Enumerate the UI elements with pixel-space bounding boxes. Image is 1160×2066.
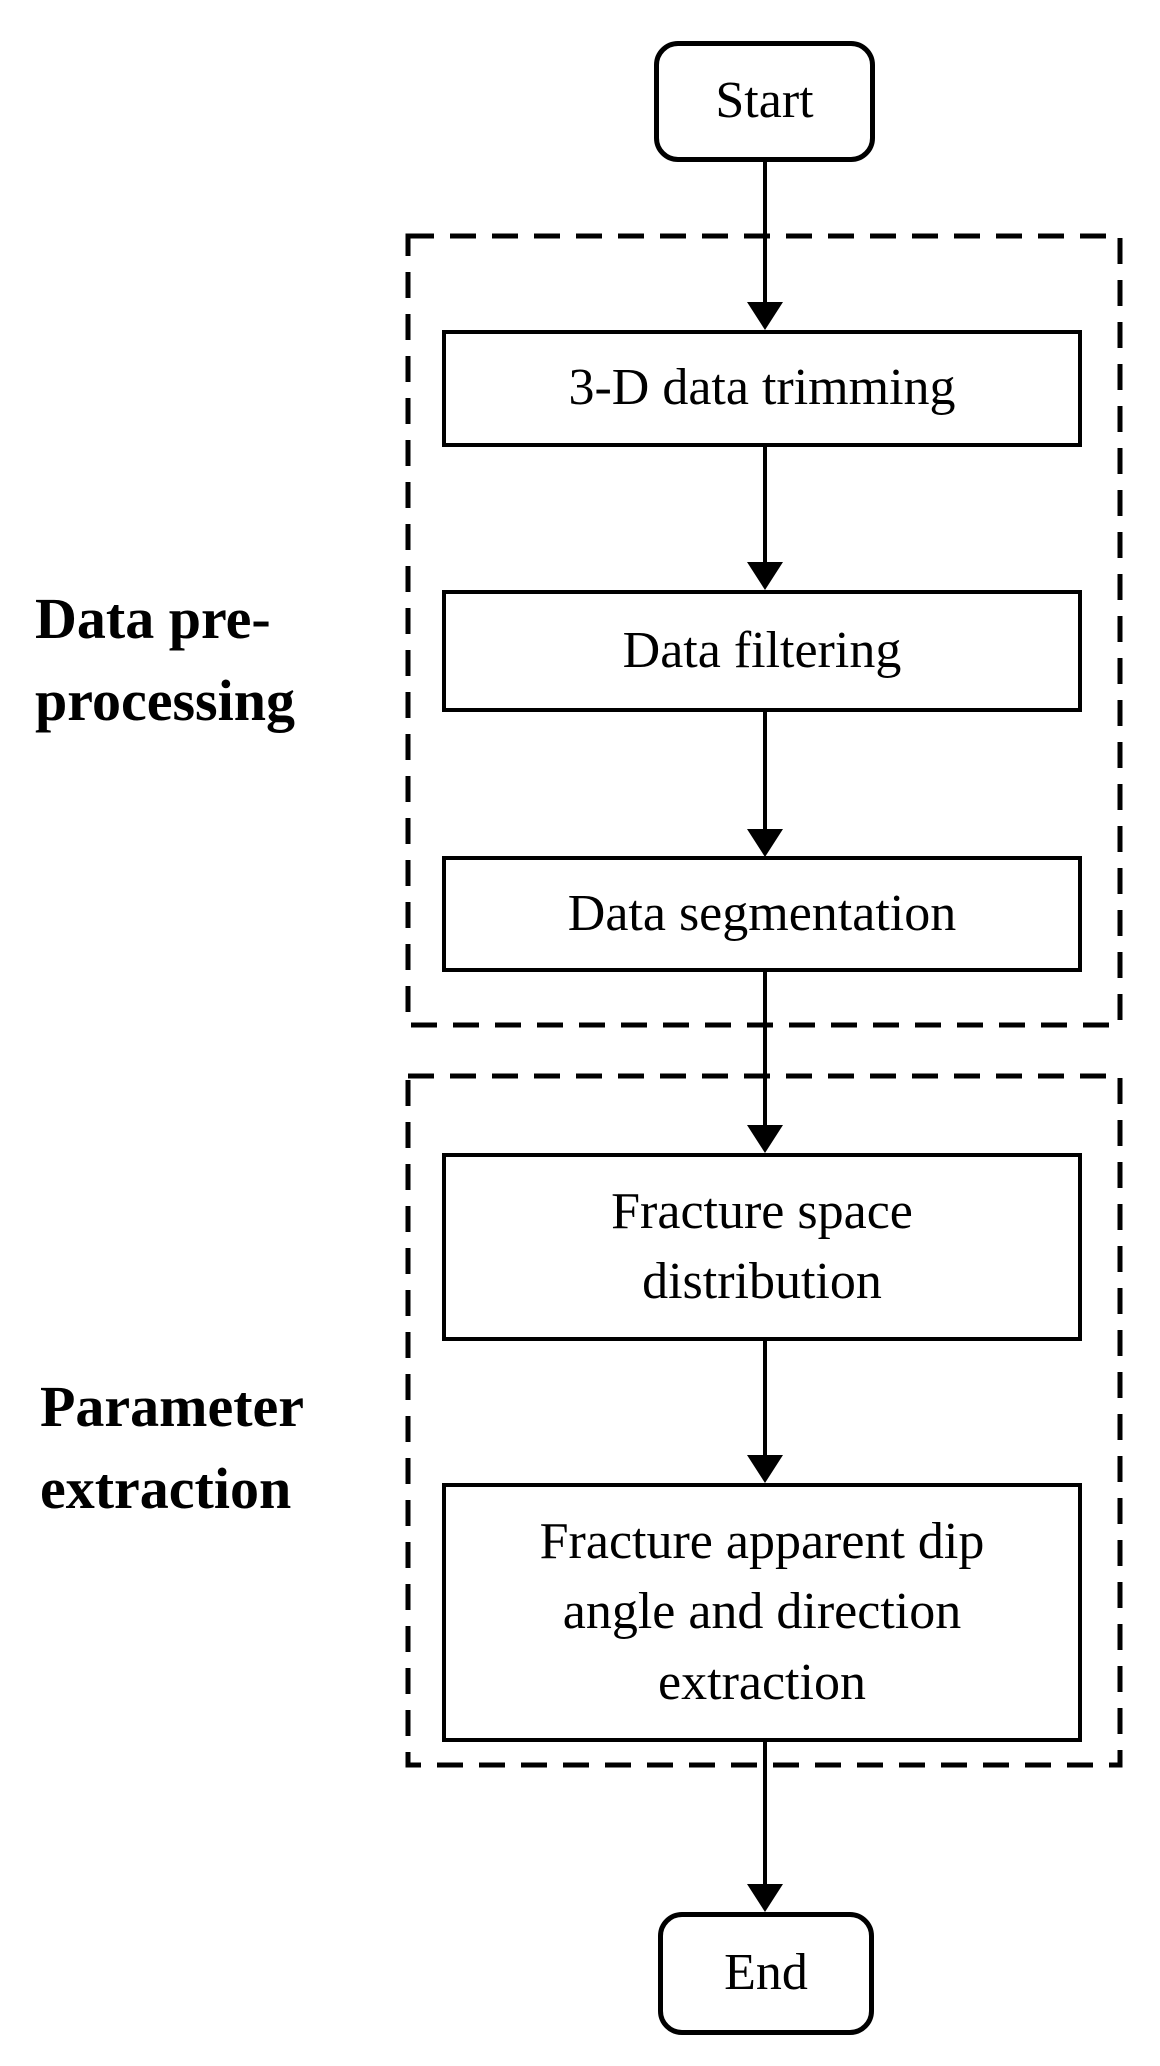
node-start: Start <box>654 41 875 162</box>
arrow-start-to-trimming <box>747 160 783 330</box>
node-end: End <box>658 1912 874 2035</box>
node-label: Data segmentation <box>567 884 957 942</box>
label-line: Parameter <box>40 1374 305 1439</box>
arrow-filtering-to-segmentation <box>747 710 783 857</box>
arrow-segmentation-to-space <box>747 968 783 1153</box>
node-label: End <box>724 1944 808 2002</box>
label-data-preprocessing: Data pre- processing <box>35 578 295 743</box>
node-label: Fracture apparent dip angle and directio… <box>539 1513 985 1711</box>
label-line: processing <box>35 668 295 734</box>
node-label: Start <box>715 72 814 130</box>
node-3d-data-trimming: 3-D data trimming <box>442 330 1082 447</box>
arrow-trimming-to-filtering <box>747 445 783 590</box>
label-parameter-extraction: Parameter extraction <box>40 1366 304 1531</box>
node-label: 3-D data trimming <box>568 359 956 417</box>
arrow-space-to-dip <box>747 1339 783 1483</box>
arrow-dip-to-end <box>747 1740 783 1912</box>
node-data-filtering: Data filtering <box>442 590 1082 712</box>
label-line: Data pre- <box>35 586 271 651</box>
node-label: Data filtering <box>622 621 902 679</box>
node-data-segmentation: Data segmentation <box>442 856 1082 972</box>
label-line: extraction <box>40 1456 292 1522</box>
node-fracture-dip-extraction: Fracture apparent dip angle and directio… <box>442 1483 1082 1742</box>
node-fracture-space-distribution: Fracture space distribution <box>442 1153 1082 1341</box>
node-label: Fracture space distribution <box>611 1182 913 1310</box>
